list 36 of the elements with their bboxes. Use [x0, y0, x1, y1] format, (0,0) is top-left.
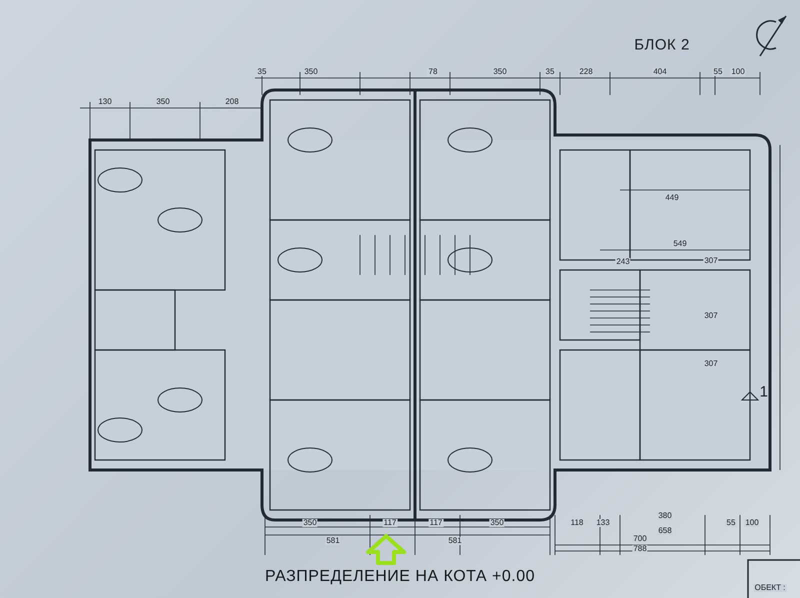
dimension-label: 350 [303, 68, 319, 76]
plan-label: 1 [758, 384, 770, 400]
dimension-label: 208 [224, 98, 240, 106]
dimension-label: 449 [664, 194, 680, 202]
title-block-label: ОБЕКТ : [754, 584, 786, 592]
dimension-label: 700 [632, 535, 648, 543]
dimension-label: 35 [544, 68, 556, 76]
plan-label: БЛОК 2 [633, 38, 691, 52]
dimension-label: 117 [382, 519, 398, 527]
dimension-label: 307 [703, 257, 719, 265]
dimension-label: 100 [730, 68, 746, 76]
dimension-label: 78 [428, 68, 438, 76]
dimension-label: 350 [492, 68, 508, 76]
dimension-label: 404 [652, 68, 668, 76]
dimension-label: 350 [302, 519, 318, 527]
dimension-label: 307 [703, 360, 719, 368]
dimension-label: 350 [155, 98, 171, 106]
dimension-label: 380 [657, 512, 673, 520]
dimension-label: 35 [256, 68, 268, 76]
dimension-label: 788 [632, 545, 648, 553]
dimension-label: 350 [489, 519, 505, 527]
dimension-label: 228 [578, 68, 594, 76]
dimension-label: 118 [570, 519, 584, 527]
dimension-label: 581 [447, 537, 463, 545]
dimension-label: 658 [657, 527, 673, 535]
dimension-label: 130 [97, 98, 113, 106]
dimension-label: 100 [744, 519, 760, 527]
dimension-label: 117 [428, 519, 444, 527]
drawing-title: РАЗПРЕДЕЛЕНИЕ НА КОТА +0.00 [264, 568, 536, 586]
dimension-label: 55 [726, 519, 736, 527]
dimension-label: 55 [712, 68, 724, 76]
dimension-label: 581 [325, 537, 341, 545]
dimension-label: 243 [615, 258, 631, 266]
dimension-label: 549 [672, 240, 688, 248]
dimension-label: 307 [703, 312, 719, 320]
dimension-label: 133 [595, 519, 611, 527]
